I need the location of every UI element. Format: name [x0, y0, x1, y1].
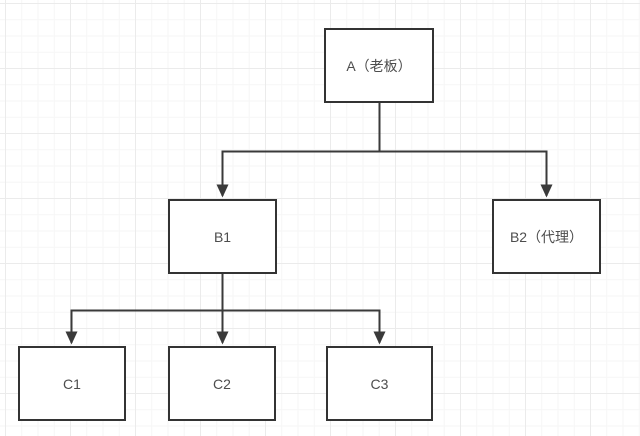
- node-label: C3: [370, 375, 389, 392]
- node-label: B2（代理）: [509, 228, 584, 245]
- node-label: C2: [213, 375, 231, 392]
- node-c1[interactable]: C1: [18, 346, 126, 421]
- node-label: B1: [213, 228, 232, 245]
- edge-b1-c1[interactable]: [65, 274, 224, 345]
- node-a-boss[interactable]: A（老板）: [324, 28, 434, 103]
- node-label: C1: [63, 375, 81, 392]
- node-label: A（老板）: [346, 57, 412, 74]
- node-c2[interactable]: C2: [168, 346, 276, 421]
- node-b1[interactable]: B1: [168, 199, 277, 274]
- node-c3[interactable]: C3: [326, 346, 433, 421]
- edge-a-b2[interactable]: [378, 103, 553, 198]
- node-b2-agent[interactable]: B2（代理）: [492, 199, 601, 274]
- edge-a-b1[interactable]: [216, 103, 381, 198]
- edge-b1-c3[interactable]: [221, 274, 386, 345]
